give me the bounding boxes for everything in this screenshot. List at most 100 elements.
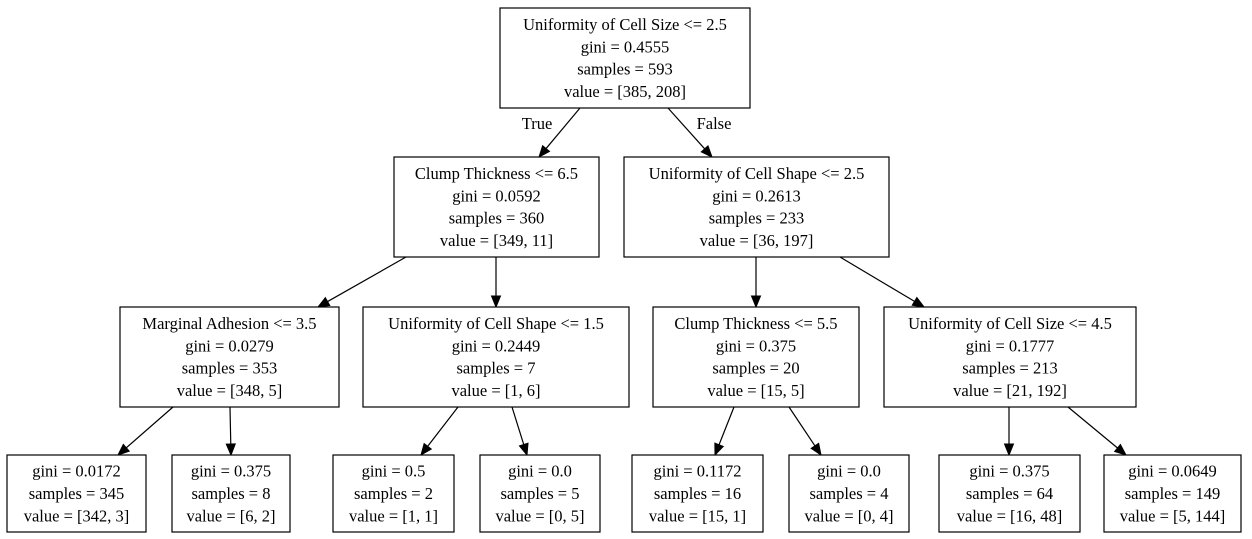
tree-edge <box>667 107 706 150</box>
node-text-line: gini = 0.375 <box>191 462 271 481</box>
node-text-line: samples = 345 <box>29 484 124 503</box>
tree-edge <box>229 406 232 445</box>
node-text-line: value = [385, 208] <box>564 82 686 101</box>
node-text-line: gini = 0.0 <box>508 462 572 481</box>
node-box <box>883 306 1137 408</box>
node-text-line: value = [15, 5] <box>707 381 804 400</box>
edge-arrowhead <box>700 144 713 158</box>
node-text-line: samples = 16 <box>654 484 741 503</box>
node-text-line: value = [6, 2] <box>186 506 275 525</box>
node-box <box>479 454 601 533</box>
node-text-line: gini = 0.1172 <box>654 462 742 481</box>
tree-edge <box>511 406 525 445</box>
node-box <box>6 454 147 533</box>
node-text-line: gini = 0.0172 <box>32 462 121 481</box>
node-text-line: samples = 360 <box>449 209 544 228</box>
tree-edge <box>125 406 174 449</box>
node-text-line: gini = 0.0649 <box>1128 462 1217 481</box>
node-box <box>623 156 890 258</box>
node-text-line: value = [16, 48] <box>957 506 1063 525</box>
node-box <box>788 454 910 533</box>
edge-arrowhead <box>911 296 926 308</box>
node-text-line: Uniformity of Cell Size <= 4.5 <box>908 314 1112 333</box>
edge-arrowhead <box>420 442 433 457</box>
node-text-line: value = [0, 4] <box>804 506 893 525</box>
node-text-line: samples = 213 <box>962 359 1057 378</box>
node-box <box>171 454 291 533</box>
tree-edge <box>545 107 581 149</box>
tree-edge <box>327 256 407 303</box>
node-text-line: Clump Thickness <= 5.5 <box>674 314 837 333</box>
node-box <box>332 454 455 533</box>
node-text-line: Clump Thickness <= 6.5 <box>415 164 578 183</box>
node-text-line: gini = 0.1777 <box>966 336 1055 355</box>
node-box <box>362 306 630 408</box>
edge-arrowhead <box>750 295 762 309</box>
edge-arrowhead <box>1113 443 1128 456</box>
node-text-line: value = [21, 192] <box>953 381 1067 400</box>
edge-arrowhead <box>538 144 551 159</box>
node-text-line: samples = 5 <box>501 484 580 503</box>
node-text-line: samples = 353 <box>182 359 277 378</box>
node-text-line: samples = 2 <box>354 484 433 503</box>
node-text-line: gini = 0.375 <box>969 462 1049 481</box>
node-text-line: Uniformity of Cell Size <= 2.5 <box>523 15 727 34</box>
tree-node-n1: Clump Thickness <= 6.5 gini = 0.0592 sampl… <box>393 156 600 258</box>
node-text-line: samples = 4 <box>810 484 889 503</box>
node-text-line: gini = 0.375 <box>716 336 796 355</box>
edge-arrowhead <box>117 443 131 456</box>
node-text-line: gini = 0.0592 <box>452 186 541 205</box>
edge-arrowhead <box>810 442 822 457</box>
node-text-line: value = [0, 5] <box>495 506 584 525</box>
edge-label-true: True <box>522 114 553 133</box>
node-text-line: gini = 0.2613 <box>712 186 801 205</box>
node-text-line: gini = 0.5 <box>362 462 426 481</box>
node-text-line: samples = 593 <box>577 60 672 79</box>
node-text-line: value = [348, 5] <box>177 381 283 400</box>
tree-node-n4: Uniformity of Cell Shape <= 1.5 gini = 0.… <box>362 306 630 408</box>
node-box <box>631 454 764 533</box>
node-text-line: value = [1, 6] <box>451 381 540 400</box>
tree-node-n0: Uniformity of Cell Size <= 2.5 gini = 0.4… <box>499 7 751 109</box>
tree-edge <box>788 406 816 447</box>
node-text-line: samples = 149 <box>1125 484 1220 503</box>
node-text-line: samples = 233 <box>709 209 804 228</box>
node-text-line: value = [36, 197] <box>700 231 814 250</box>
node-text-line: gini = 0.4555 <box>581 37 670 56</box>
node-text-line: gini = 0.0279 <box>185 336 274 355</box>
node-text-line: samples = 20 <box>712 359 799 378</box>
tree-node-n10: gini = 0.0 samples = 5 value = [0, 5] <box>479 454 601 533</box>
edge-arrowhead <box>518 442 529 457</box>
tree-edge <box>839 256 915 302</box>
edge-arrowhead <box>714 442 725 457</box>
node-box <box>119 306 340 408</box>
node-text-line: gini = 0.0 <box>817 462 881 481</box>
node-box <box>499 7 751 109</box>
edge-arrowhead <box>490 295 502 309</box>
tree-edges <box>117 107 1128 457</box>
tree-nodes: Uniformity of Cell Size <= 2.5 gini = 0.4… <box>6 7 1242 533</box>
tree-node-n11: gini = 0.1172 samples = 16 value = [15, 1] <box>631 454 764 533</box>
node-box <box>393 156 600 258</box>
node-box <box>652 306 860 408</box>
edge-arrowhead <box>225 443 237 457</box>
edge-arrowhead <box>316 296 331 308</box>
tree-node-n5: Clump Thickness <= 5.5 gini = 0.375 sample… <box>652 306 860 408</box>
node-text-line: value = [15, 1] <box>649 506 746 525</box>
node-text-line: Uniformity of Cell Shape <= 1.5 <box>388 314 604 333</box>
node-text-line: samples = 7 <box>457 359 536 378</box>
tree-node-n12: gini = 0.0 samples = 4 value = [0, 4] <box>788 454 910 533</box>
tree-edge <box>427 406 459 447</box>
node-text-line: Marginal Adhesion <= 3.5 <box>142 314 316 333</box>
node-box <box>1103 454 1242 533</box>
tree-edge <box>718 406 735 445</box>
node-text-line: gini = 0.2449 <box>452 336 541 355</box>
node-text-line: value = [349, 11] <box>440 231 553 250</box>
node-text-line: value = [5, 144] <box>1120 506 1226 525</box>
